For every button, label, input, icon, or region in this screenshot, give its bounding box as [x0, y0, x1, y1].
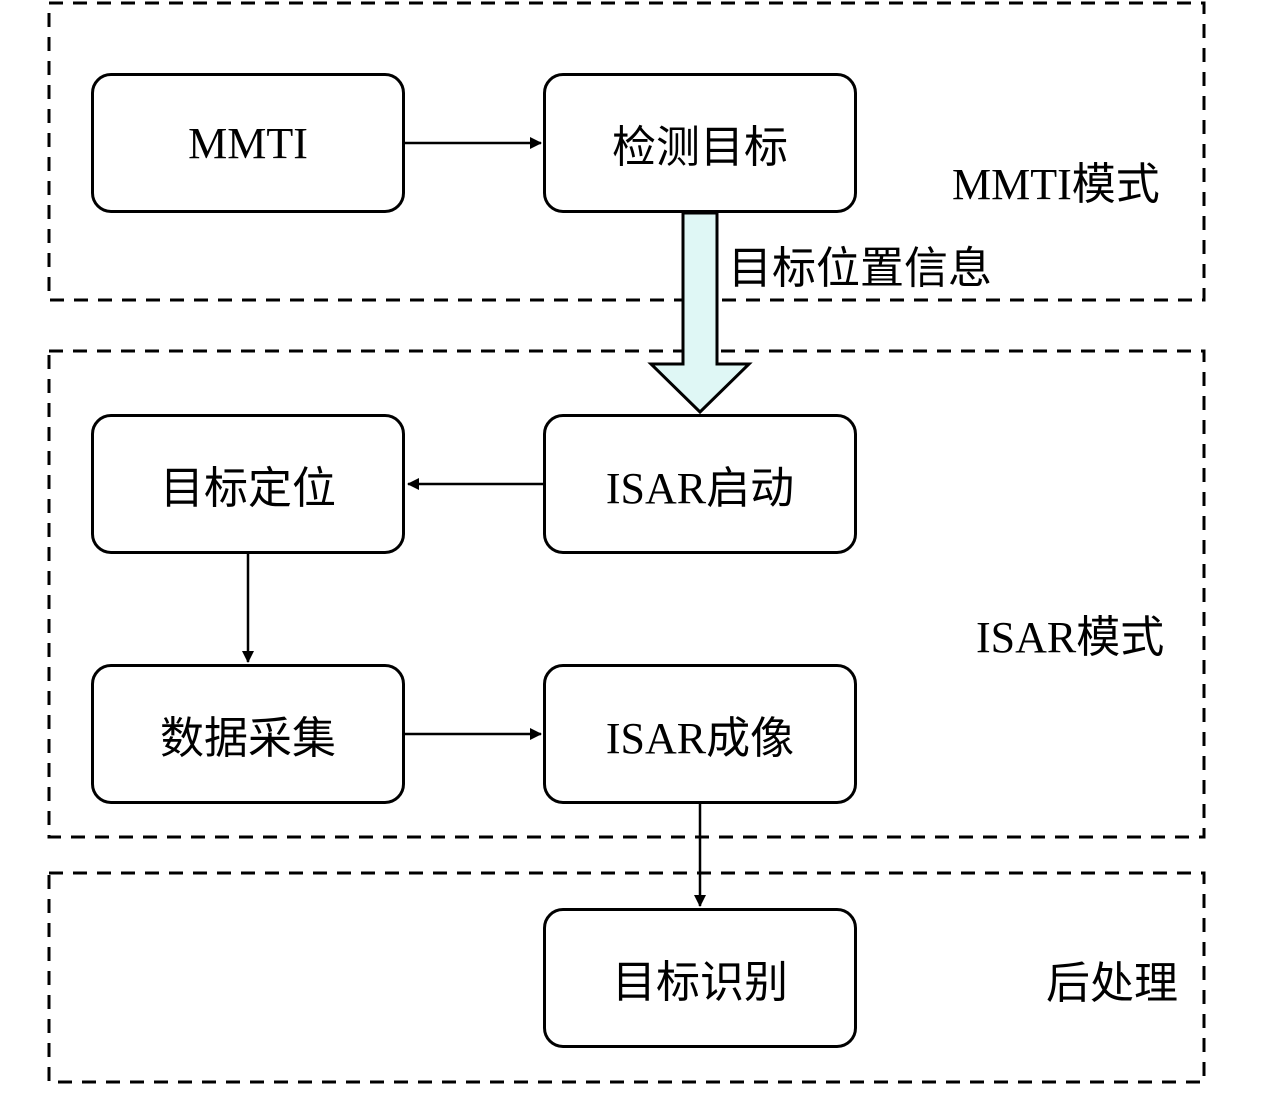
group-mmti-border	[47, 1, 1206, 302]
box-detect-target: 检测目标	[543, 73, 857, 213]
group-isar-border	[47, 349, 1206, 839]
group-label-post: 后处理	[1046, 959, 1178, 1008]
group-label-mmti: MMTI模式	[952, 160, 1160, 209]
box-data-collect: 数据采集	[91, 664, 405, 804]
box-target-recognize: 目标识别	[543, 908, 857, 1048]
box-mmti: MMTI	[91, 73, 405, 213]
big-arrow-label: 目标位置信息	[728, 244, 992, 293]
box-target-locate: 目标定位	[91, 414, 405, 554]
group-label-isar: ISAR模式	[976, 613, 1165, 662]
big-arrow-target-position	[647, 211, 753, 415]
group-post-border	[47, 871, 1206, 1084]
box-isar-start: ISAR启动	[543, 414, 857, 554]
box-isar-imaging: ISAR成像	[543, 664, 857, 804]
